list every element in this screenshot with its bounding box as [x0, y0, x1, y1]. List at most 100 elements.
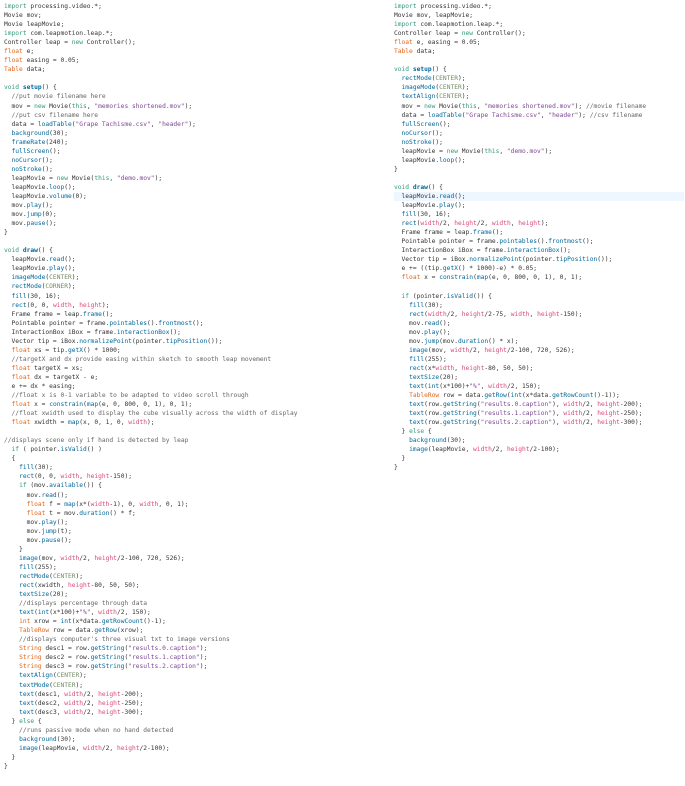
code-line: //runs passive mode when no hand detecte… [4, 726, 384, 735]
code-token: ); [199, 654, 208, 662]
code-line [394, 174, 684, 183]
code-token: (e, 0, 800, 0, 1), 0, 1); [98, 401, 193, 409]
code-line: rectMode(CORNER); [4, 282, 384, 291]
code-token: height [537, 310, 560, 318]
code-token: ); [574, 102, 586, 110]
code-line: image(mov, width/2, height/2-100, 720, 5… [394, 346, 684, 355]
code-token: leapMovie. [4, 183, 50, 191]
code-token: //displays scene only if hand is detecte… [4, 437, 189, 445]
code-token: ); [101, 301, 110, 309]
code-token: e += ((tip. [394, 265, 443, 273]
code-line: imageMode(CENTER); [394, 83, 684, 92]
code-token: (x, 0, 1, 0, [79, 419, 129, 427]
code-token: import [4, 3, 27, 10]
code-token: , [86, 102, 95, 110]
code-token: data = [394, 111, 428, 119]
code-line: import processing.video.*; [394, 2, 684, 11]
code-token [4, 157, 12, 164]
code-panel-right[interactable]: import processing.video.*;Movie mov, lea… [394, 2, 684, 472]
code-token: float [26, 509, 46, 517]
code-token: Movie( [67, 174, 95, 182]
code-token: (); [64, 265, 76, 273]
code-token: () * x); [488, 337, 519, 345]
code-line: fullScreen(); [4, 147, 384, 156]
code-token: (20); [439, 373, 458, 381]
code-token: } [4, 229, 8, 237]
code-token: { [34, 717, 42, 725]
code-token: ( [424, 310, 428, 318]
code-token: Pointable pointer = frame. [394, 238, 500, 246]
code-token: height [68, 582, 91, 589]
code-line: image(leapMovie, width/2, height/2-100); [4, 744, 384, 753]
code-token: /2-100, 720, 526); [116, 554, 185, 562]
code-token: () * 1000)-e) * 0.05; [457, 265, 538, 273]
code-token: Pointable pointer = frame. [4, 319, 110, 327]
code-line: image(mov, width/2, height/2-100, 720, 5… [4, 554, 384, 563]
code-token: (); [582, 238, 594, 246]
code-line: void draw() { [4, 246, 384, 255]
code-token: ), [552, 401, 564, 409]
code-token: text [19, 609, 35, 617]
code-token: height [506, 446, 530, 454]
code-token [4, 672, 19, 679]
code-token [394, 419, 409, 426]
code-token: width [139, 500, 159, 508]
code-token: if [19, 482, 27, 490]
code-line: Movie leapMovie; [4, 20, 384, 29]
code-panel-left[interactable]: import processing.video.*;Movie mov;Movi… [4, 2, 384, 771]
code-line: leapMovie.volume(0); [4, 192, 384, 201]
code-token: TableRow [409, 392, 440, 400]
code-token: fill [11, 292, 27, 300]
code-token: ); [75, 572, 84, 580]
code-token: desc1 = row. [41, 645, 91, 653]
code-token [4, 591, 19, 598]
code-token: mov. [4, 491, 42, 499]
code-token: -1), 0, [109, 500, 140, 508]
code-token: ( [124, 663, 129, 671]
code-line: //displays scene only if hand is detecte… [4, 436, 384, 445]
code-token: /2, [476, 220, 492, 228]
code-token: ); [199, 663, 208, 671]
code-token: ( [49, 681, 53, 689]
code-token: Vector tip = iBox. [394, 256, 470, 264]
code-token: frontmost [158, 319, 193, 327]
code-token [394, 211, 402, 218]
code-line: Frame frame = leap.frame(); [394, 228, 684, 237]
code-token: ( [435, 93, 440, 101]
code-token: data; [412, 48, 436, 56]
code-token: Movie mov, leapMovie; [394, 12, 474, 20]
code-token: -200); [120, 690, 144, 698]
code-token: fill [409, 355, 425, 363]
code-token: ( [435, 84, 440, 92]
code-token: "memories shortened.mov" [94, 102, 185, 110]
code-line: import com.leapmotion.leap.*; [394, 20, 684, 29]
code-token [4, 283, 12, 290]
code-token: (); [101, 310, 114, 318]
code-token: row = data. [49, 627, 95, 635]
code-token [394, 302, 409, 309]
code-token: mov. [394, 319, 425, 327]
code-token: } [4, 545, 23, 553]
code-token: /2, [491, 446, 507, 454]
code-token: (); [439, 120, 451, 128]
code-line: float xs = tip.getX() * 1000; [4, 346, 384, 355]
code-token: Table [394, 48, 413, 56]
code-token: ()); [207, 337, 223, 345]
code-token: text [409, 419, 425, 427]
code-line: void setup() { [4, 83, 384, 92]
code-line: frameRate(240); [4, 138, 384, 147]
code-line: float xwidth = map(x, 0, 1, 0, width); [4, 418, 384, 427]
code-token: String [19, 663, 42, 671]
code-token: CENTER [52, 681, 76, 689]
code-token: ( [431, 75, 436, 83]
code-token: constrain [49, 401, 84, 409]
code-token: e, easing = 0.05; [412, 39, 481, 47]
code-token: ( [461, 111, 466, 119]
code-token: fill [19, 563, 35, 571]
code-token: (); [431, 129, 443, 137]
code-token: (pointer. [521, 256, 556, 264]
code-token: (pointer. [409, 292, 447, 300]
code-line: mov.pause(); [4, 219, 384, 228]
code-token: () { [431, 66, 447, 74]
code-line: rect(0, 0, width, height-150); [4, 472, 384, 481]
